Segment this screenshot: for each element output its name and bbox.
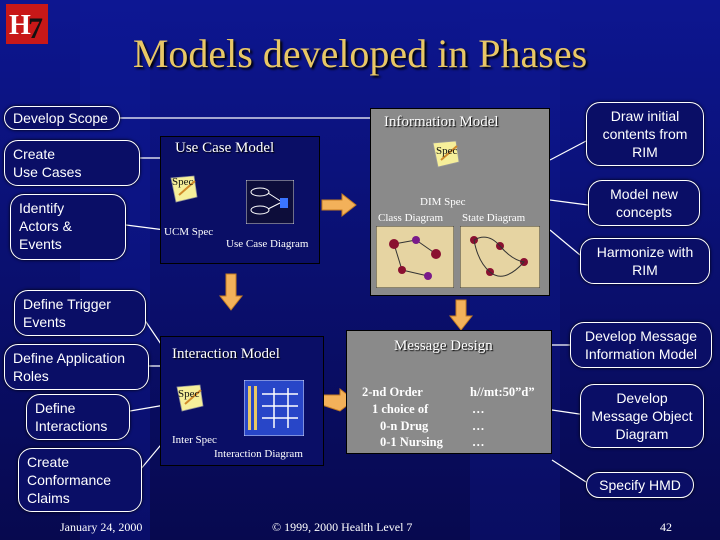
use-case-diagram-label: Use Case Diagram [226, 238, 309, 250]
define-interactions-label: Define Interactions [35, 400, 108, 434]
specify-hmd-label: Specify HMD [599, 477, 681, 493]
develop-scope-step: Develop Scope [4, 106, 120, 130]
svg-text:7: 7 [28, 12, 43, 44]
msg-col2-row: h//mt:50”d” [470, 385, 535, 399]
dim-spec-label: DIM Spec [420, 196, 466, 208]
create-claims-label: Create Conformance Claims [27, 454, 112, 506]
info-spec-label: Spec [436, 145, 458, 157]
msg-col1-row: 0-n Drug [380, 419, 429, 433]
interaction-spec-label: Spec [178, 388, 200, 400]
msg-col1-row: 1 choice of [372, 402, 429, 416]
identify-actors-label: Identify Actors & Events [19, 200, 72, 252]
develop-scope-label: Develop Scope [13, 110, 108, 126]
svg-text:H: H [9, 10, 31, 41]
inter-spec-label: Inter Spec [172, 434, 217, 446]
class-diagram-icon [376, 226, 454, 288]
develop-mom-label: Develop Message Object Diagram [591, 390, 693, 442]
msg-col2-row: … [472, 435, 485, 449]
interaction-model-title: Interaction Model [172, 346, 280, 362]
state-diagram-icon [460, 226, 540, 288]
use-case-model-title: Use Case Model [175, 140, 275, 156]
message-design-title: Message Design [394, 338, 493, 354]
message-design-panel [346, 330, 552, 454]
create-use-cases-step: Create Use Cases [4, 140, 140, 186]
state-diagram-label: State Diagram [462, 212, 526, 224]
spec-note-icon [170, 175, 198, 203]
footer-copyright: © 1999, 2000 Health Level 7 [272, 520, 413, 534]
develop-mom-step: Develop Message Object Diagram [580, 384, 704, 448]
page-number: 42 [660, 520, 672, 534]
footer-date: January 24, 2000 [60, 520, 143, 534]
msg-col1-row: 2-nd Order [362, 385, 423, 399]
define-trigger-label: Define Trigger Events [23, 296, 111, 330]
ucm-spec-label: UCM Spec [164, 226, 214, 238]
use-case-diagram-icon [246, 180, 294, 224]
message-col2: h//mt:50”d” … … … [466, 384, 550, 454]
interaction-diagram-icon [244, 380, 304, 436]
create-claims-step: Create Conformance Claims [18, 448, 142, 512]
define-roles-label: Define Application Roles [13, 350, 126, 384]
harmonize-label: Harmonize with RIM [596, 244, 694, 278]
specify-hmd-step: Specify HMD [586, 472, 694, 498]
interaction-spec-note-icon [176, 384, 204, 412]
model-new-step: Model new concepts [588, 180, 700, 226]
slide-title: Models developed in Phases [132, 31, 588, 76]
define-trigger-step: Define Trigger Events [14, 290, 146, 336]
develop-mim-label: Develop Message Information Model [584, 328, 698, 362]
information-model-title: Information Model [384, 114, 499, 130]
msg-col2-row: … [472, 419, 485, 433]
develop-mim-step: Develop Message Information Model [570, 322, 712, 368]
msg-col1-row: 0-1 Nursing [380, 435, 443, 449]
define-interactions-step: Define Interactions [26, 394, 130, 440]
message-col1: 2-nd Order 1 choice of 0-n Drug 0-1 Nurs… [350, 384, 450, 454]
msg-col2-row: … [472, 402, 485, 416]
use-case-spec-label: Spec [172, 176, 194, 188]
define-roles-step: Define Application Roles [4, 344, 149, 390]
draw-initial-step: Draw initial contents from RIM [586, 102, 704, 166]
harmonize-step: Harmonize with RIM [580, 238, 710, 284]
identify-actors-step: Identify Actors & Events [10, 194, 126, 260]
create-use-cases-label: Create Use Cases [13, 146, 82, 180]
model-new-label: Model new concepts [610, 186, 678, 220]
interaction-diagram-label: Interaction Diagram [214, 448, 303, 460]
draw-initial-label: Draw initial contents from RIM [602, 108, 688, 160]
class-diagram-label: Class Diagram [378, 212, 444, 224]
info-spec-note-icon [432, 140, 460, 168]
hl7-logo: H 7 [6, 4, 48, 44]
